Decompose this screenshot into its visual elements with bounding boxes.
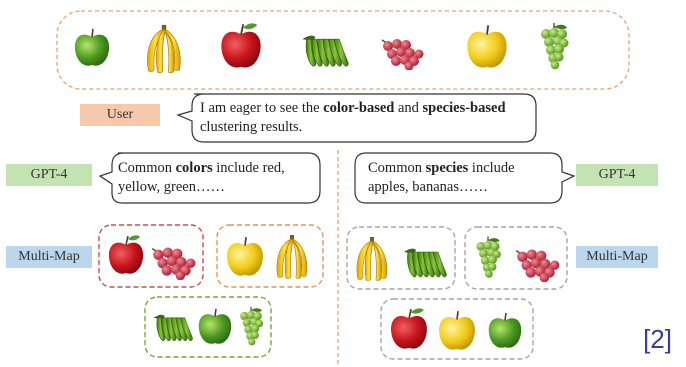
cluster-yellow (216, 224, 324, 288)
cluster-green (144, 296, 272, 358)
cluster-banana (346, 226, 456, 290)
banana-bunch-icon (142, 18, 186, 78)
red-apple-icon (106, 230, 146, 280)
yellow-apple-icon (224, 232, 266, 280)
green-grapes-icon (536, 18, 572, 74)
green-grapes-icon (472, 230, 504, 284)
green-apple-icon (196, 304, 234, 348)
multimap-tag-right: Multi-Map (576, 246, 658, 268)
red-apple-icon (218, 20, 264, 72)
cluster-apple (380, 298, 534, 360)
gpt-message-right: Common species include apples, bananas…… (368, 159, 558, 197)
cluster-red (98, 224, 204, 288)
gpt-tag-right: GPT-4 (576, 164, 658, 186)
yellow-apple-icon (436, 306, 478, 354)
green-apple-icon (486, 308, 524, 352)
user-message: I am eager to see the color-based and sp… (200, 99, 530, 137)
user-tag: User (80, 104, 160, 126)
green-banana-icon (400, 244, 448, 280)
green-banana-icon (150, 310, 194, 344)
red-grapes-icon (146, 238, 198, 280)
cluster-grapes (464, 226, 568, 290)
banana-bunch-icon (272, 228, 312, 284)
reference-marker: [2] (643, 324, 672, 355)
red-apple-icon (388, 304, 430, 354)
green-banana-icon (298, 30, 350, 70)
gpt-tag-left: GPT-4 (6, 164, 92, 186)
green-apple-icon (72, 24, 112, 70)
fruit-collection (56, 10, 630, 90)
gpt-message-left: Common colors include red, yellow, green… (118, 159, 318, 197)
multimap-tag-left: Multi-Map (6, 246, 92, 268)
green-grapes-icon (236, 300, 266, 352)
yellow-apple-icon (464, 20, 510, 72)
banana-bunch-icon (352, 230, 392, 286)
red-grapes-icon (376, 30, 426, 70)
red-grapes-icon (510, 240, 562, 282)
section-divider (336, 150, 340, 367)
